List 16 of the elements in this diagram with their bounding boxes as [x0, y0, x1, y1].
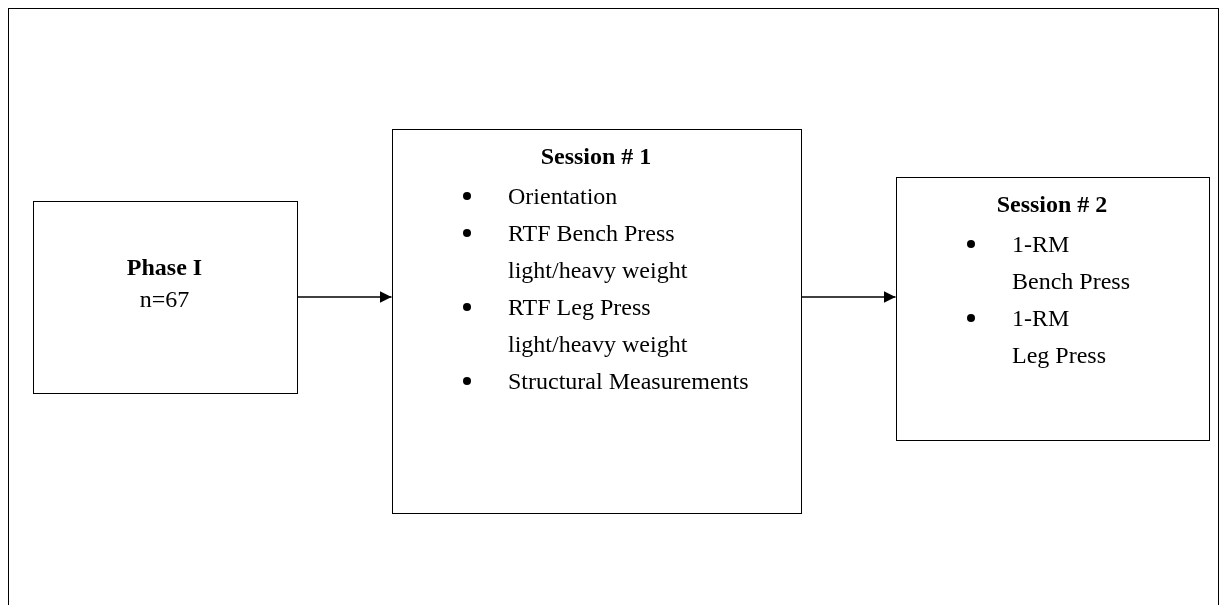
list-item: Structural Measurements	[508, 367, 750, 396]
list-item: RTF Leg Press light/heavy weight	[508, 293, 689, 359]
list-item: Orientation	[508, 182, 619, 211]
box-heading: Session # 2	[995, 190, 1109, 219]
box-text: n=67	[138, 285, 191, 314]
process-box	[391, 128, 802, 514]
process-box	[32, 200, 298, 394]
box-heading: Session # 1	[539, 142, 653, 171]
arrow	[800, 291, 897, 303]
frame-box	[8, 8, 1219, 605]
list-item: 1-RM Leg Press	[1012, 304, 1107, 370]
arrow	[296, 291, 393, 303]
list-item: RTF Bench Press light/heavy weight	[508, 219, 689, 285]
box-heading: Phase I	[125, 253, 204, 282]
list-item: 1-RM Bench Press	[1012, 230, 1131, 296]
process-box	[895, 176, 1210, 441]
